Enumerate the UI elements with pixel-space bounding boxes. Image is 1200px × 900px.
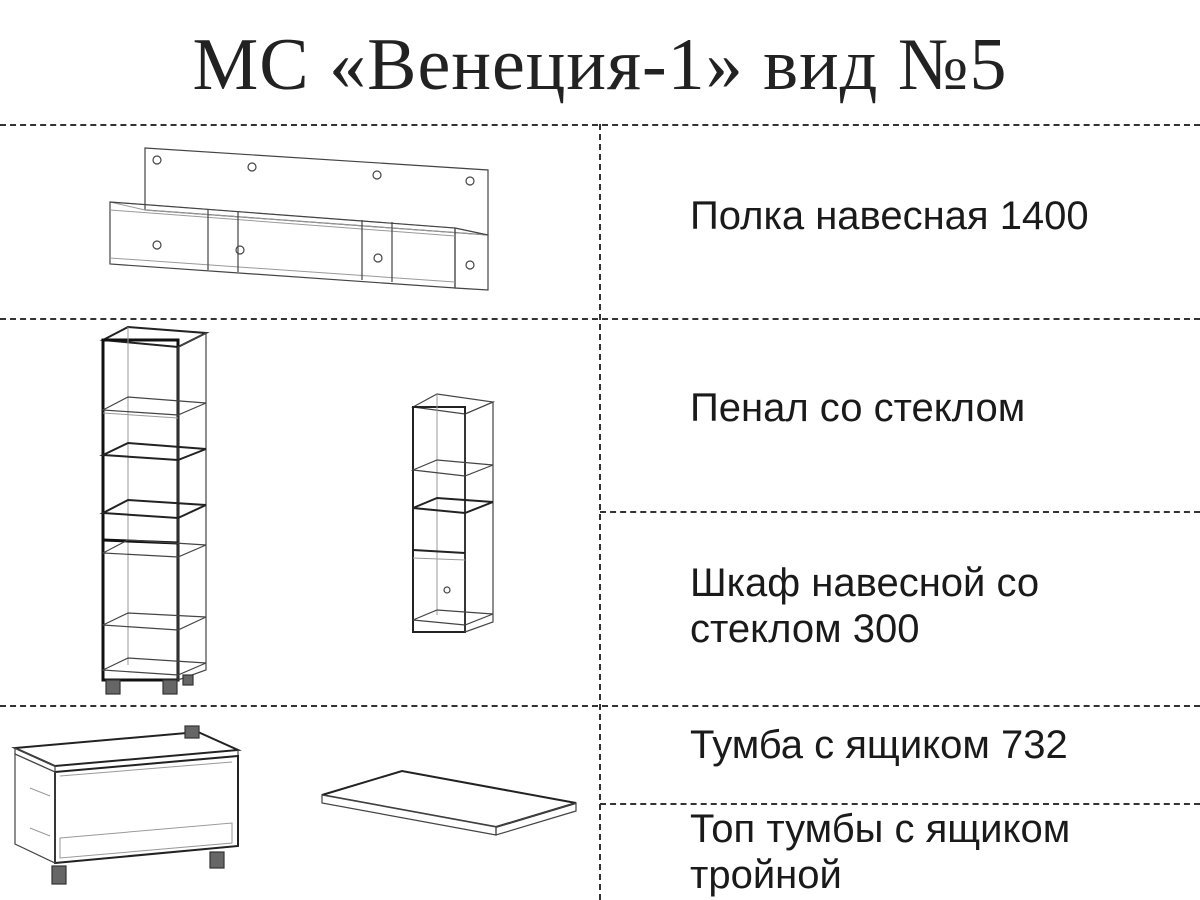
wall-cabinet-drawing [410,393,496,633]
label-tumba-top-line2: тройной [690,853,842,897]
tumba-top-drawing [321,769,577,836]
label-pencil-case: Пенал со стеклом [690,386,1026,430]
label-wall-cabinet-line1: Шкаф навесной со [690,561,1040,605]
label-wall-cabinet-line2: стеклом 300 [690,607,920,651]
label-tumba-top-line1: Топ тумбы с ящиком [690,807,1071,851]
label-tumba: Тумба с ящиком 732 [690,723,1068,767]
label-tumba-top: Топ тумбы с ящиком тройной [690,806,1070,898]
label-wall-cabinet: Шкаф навесной со стеклом 300 [690,560,1039,652]
label-shelf: Полка навесная 1400 [690,194,1089,238]
column-divider [599,124,601,900]
pencil-case-drawing [99,325,210,695]
tumba-drawing [11,725,242,885]
page-title: МС «Венеция-1» вид №5 [192,24,1008,106]
shelf-drawing [109,147,489,291]
row-divider-pencil [600,511,1200,513]
row-divider-tumba [600,803,1200,805]
